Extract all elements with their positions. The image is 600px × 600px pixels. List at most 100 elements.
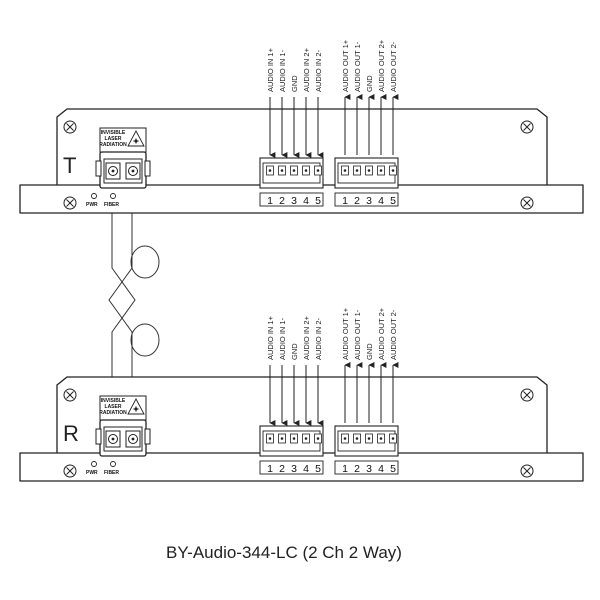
- terminal-screw: [343, 437, 347, 440]
- audio-in-signal-label: AUDIO IN 2-: [314, 317, 323, 360]
- audio-in-signal-label: AUDIO IN 2-: [314, 49, 323, 92]
- lc-core: [131, 169, 135, 173]
- terminal-screw: [268, 169, 272, 172]
- lc-fiber-port: [95, 419, 151, 457]
- unit-letter: T: [63, 153, 76, 178]
- audio-in-pin-number: 2: [279, 463, 285, 475]
- audio-in-terminal-block: [259, 157, 324, 207]
- terminal-screw: [292, 437, 296, 440]
- audio-in-signal-label: AUDIO IN 2+: [302, 47, 311, 92]
- port-latch: [95, 160, 102, 177]
- laser-hazard-icon: [127, 130, 145, 147]
- audio-out-signal-label: AUDIO OUT 1+: [341, 39, 350, 92]
- audio-in-pin-number: 2: [279, 195, 285, 207]
- audio-in-pin-number: 1: [267, 195, 273, 207]
- screw-slot: [66, 467, 74, 475]
- audio-out-signal-label: GND: [365, 75, 374, 92]
- pin-number-strip: [259, 460, 324, 475]
- audio-in-signal-label: AUDIO IN 1+: [266, 47, 275, 92]
- fiber-led-icon: [110, 193, 116, 199]
- terminal-screw: [343, 169, 347, 172]
- screw-slot: [66, 199, 74, 207]
- audio-out-signal-label: AUDIO OUT 2+: [377, 39, 386, 92]
- audio-in-signal-label: AUDIO IN 1+: [266, 315, 275, 360]
- audio-out-signal-label: AUDIO OUT 1+: [341, 307, 350, 360]
- screw-slot: [523, 199, 531, 207]
- audio-out-signal-label: GND: [365, 343, 374, 360]
- terminal-screw: [280, 169, 284, 172]
- screw-icon: [520, 120, 534, 134]
- fiber-indicator-label: FIBER: [104, 202, 119, 208]
- audio-in-signal-label: GND: [290, 343, 299, 360]
- audio-out-pin-number: 5: [390, 463, 396, 475]
- audio-in-signal-label: AUDIO IN 2+: [302, 315, 311, 360]
- terminal-screw: [304, 437, 308, 440]
- audio-out-pin-number: 4: [378, 195, 384, 207]
- port-latch: [144, 428, 151, 445]
- pin-number-strip: [259, 192, 324, 207]
- terminal-screw: [316, 437, 320, 440]
- screw-icon: [520, 196, 534, 210]
- terminal-screw: [292, 169, 296, 172]
- audio-in-pin-number: 1: [267, 463, 273, 475]
- audio-out-pin-number: 1: [342, 463, 348, 475]
- terminal-screw: [355, 169, 359, 172]
- audio-in-pin-number: 5: [315, 463, 321, 475]
- warning-label-text: INVISIBLE: [101, 398, 126, 404]
- fiber-cable: [108, 210, 160, 385]
- terminal-screw: [379, 169, 383, 172]
- terminal-screw: [355, 437, 359, 440]
- screw-icon: [63, 464, 77, 478]
- audio-in-pin-number: 3: [291, 195, 297, 207]
- audio-out-signal-label: AUDIO OUT 2+: [377, 307, 386, 360]
- audio-in-signal-label: AUDIO IN 1-: [278, 317, 287, 360]
- port-latch: [144, 160, 151, 177]
- fiber-led-icon: [110, 461, 116, 467]
- pwr-indicator-label: PWR: [86, 202, 98, 208]
- warning-label-text: LASER: [105, 404, 122, 410]
- pwr-led-icon: [91, 193, 97, 199]
- warning-label-text: LASER: [105, 136, 122, 142]
- audio-out-signal-label: AUDIO OUT 2-: [389, 309, 398, 360]
- terminal-screw: [367, 169, 371, 172]
- audio-in-signal-label: GND: [290, 75, 299, 92]
- terminal-screw: [367, 437, 371, 440]
- warning-label-text: INVISIBLE: [101, 130, 126, 136]
- screw-icon: [520, 464, 534, 478]
- audio-in-signal-label: AUDIO IN 1-: [278, 49, 287, 92]
- screw-icon: [520, 388, 534, 402]
- screw-icon: [63, 196, 77, 210]
- audio-out-signal-label: AUDIO OUT 1-: [353, 41, 362, 92]
- audio-out-terminal-block: [334, 157, 399, 207]
- screw-icon: [63, 120, 77, 134]
- audio-in-pin-number: 4: [303, 463, 309, 475]
- terminal-screw: [391, 169, 395, 172]
- pin-number-strip: [334, 192, 399, 207]
- unit-letter: R: [63, 421, 79, 446]
- audio-out-signal-label: AUDIO OUT 1-: [353, 309, 362, 360]
- audio-out-pin-number: 2: [354, 195, 360, 207]
- terminal-screw: [268, 437, 272, 440]
- audio-out-terminal-block: [334, 425, 399, 475]
- audio-out-pin-number: 3: [366, 463, 372, 475]
- screw-slot: [523, 467, 531, 475]
- audio-out-pin-number: 2: [354, 463, 360, 475]
- terminal-screw: [304, 169, 308, 172]
- pwr-indicator-label: PWR: [86, 470, 98, 476]
- terminal-screw: [391, 437, 395, 440]
- audio-out-pin-number: 1: [342, 195, 348, 207]
- screw-slot: [66, 123, 74, 131]
- screw-slot: [523, 391, 531, 399]
- pwr-led-icon: [91, 461, 97, 467]
- audio-out-signal-label: AUDIO OUT 2-: [389, 41, 398, 92]
- pin-number-strip: [334, 460, 399, 475]
- audio-in-pin-number: 5: [315, 195, 321, 207]
- audio-in-pin-number: 4: [303, 195, 309, 207]
- lc-core: [111, 437, 115, 441]
- screw-slot: [523, 123, 531, 131]
- screw-icon: [63, 388, 77, 402]
